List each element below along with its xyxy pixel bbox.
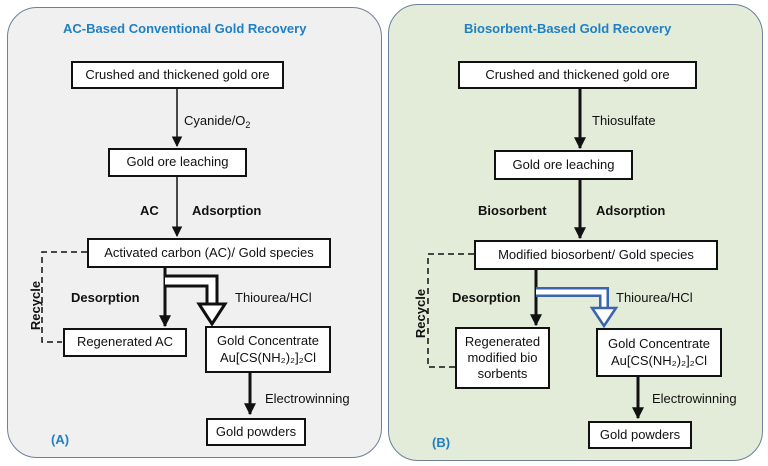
box-b-regen-line2: modified bio	[467, 349, 538, 365]
box-b-leaching: Gold ore leaching	[494, 150, 633, 180]
box-b-gold-concentrate: Gold Concentrate Au[CS(NH₂)₂]₂Cl	[596, 328, 722, 377]
panel-a-id: (A)	[51, 432, 70, 447]
box-b-loaded-biosorbent: Modified biosorbent/ Gold species	[474, 240, 718, 270]
label-a-electrowinning: Electrowinning	[265, 391, 350, 406]
label-a-thiourea: Thiourea/HCl	[235, 290, 312, 305]
panel-b-id: (B)	[432, 435, 451, 450]
box-a-gold-powders: Gold powders	[206, 418, 306, 446]
recycle-line-b	[427, 253, 474, 368]
box-b-gold-powders: Gold powders	[588, 421, 692, 449]
box-a-leaching: Gold ore leaching	[108, 148, 247, 177]
panel-a-title: AC-Based Conventional Gold Recovery	[63, 21, 307, 36]
label-b-recycle: Recycle	[413, 288, 429, 339]
box-b-conc-line1: Gold Concentrate	[608, 336, 710, 352]
box-a-loaded-carbon: Activated carbon (AC)/ Gold species	[87, 238, 331, 268]
label-a-recycle: Recycle	[28, 280, 44, 331]
label-b-electrowinning: Electrowinning	[652, 391, 737, 406]
box-b-regen-line1: Regenerated	[464, 333, 541, 349]
box-a-conc-line2: Au[CS(NH₂)₂]₂Cl	[219, 349, 317, 365]
recycle-line-a	[41, 251, 87, 343]
label-b-desorption: Desorption	[452, 290, 521, 305]
box-a-conc-line1: Gold Concentrate	[217, 333, 319, 349]
box-a-ore: Crushed and thickened gold ore	[71, 61, 284, 89]
label-a-desorption: Desorption	[71, 290, 140, 305]
box-a-gold-concentrate: Gold Concentrate Au[CS(NH₂)₂]₂Cl	[205, 326, 331, 373]
label-a-ac: AC	[140, 203, 159, 218]
box-a-regenerated-ac: Regenerated AC	[63, 328, 187, 357]
label-b-adsorption: Adsorption	[596, 203, 666, 218]
label-b-thiourea: Thiourea/HCl	[616, 290, 693, 305]
label-a-cyanide: Cyanide/O2	[184, 113, 251, 130]
box-b-regen-line3: sorbents	[477, 366, 528, 382]
label-b-thiosulfate: Thiosulfate	[592, 113, 656, 128]
label-b-biosorbent: Biosorbent	[478, 203, 547, 218]
double-arrow-b	[536, 287, 619, 329]
box-b-ore: Crushed and thickened gold ore	[458, 61, 697, 89]
panel-b-title: Biosorbent-Based Gold Recovery	[464, 21, 672, 36]
label-a-adsorption: Adsorption	[192, 203, 262, 218]
double-arrow-a	[165, 274, 228, 327]
box-b-regenerated-biosorbent: Regenerated modified bio sorbents	[455, 327, 550, 389]
box-b-conc-line2: Au[CS(NH₂)₂]₂Cl	[610, 352, 708, 368]
